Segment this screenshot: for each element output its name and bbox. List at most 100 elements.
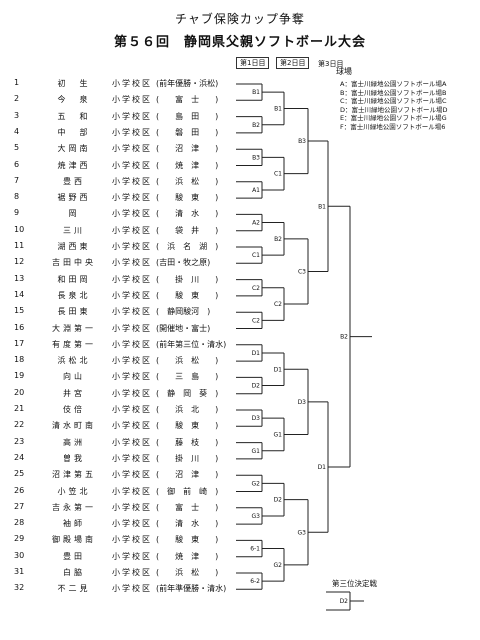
team-name: 白脇 <box>63 568 85 577</box>
team-name: 今 泉 <box>57 95 91 105</box>
match-label: D3 <box>298 399 307 406</box>
match-label: B2 <box>252 122 260 129</box>
team-name: 大淵第一 <box>52 323 96 333</box>
team-region-note: ( 焼 津 ) <box>156 160 219 170</box>
team-region-note: ( 駿 東 ) <box>156 535 219 545</box>
day1-header: 第1日目 <box>236 57 270 69</box>
team-name: 湖西東 <box>57 242 91 251</box>
match-label: B1 <box>252 89 260 96</box>
match-label: C1 <box>274 171 282 178</box>
team-name: 裾野西 <box>57 193 91 203</box>
team-district-suffix: 小学校区 <box>112 242 152 251</box>
team-region-note: ( 沼 津 ) <box>156 470 219 480</box>
team-district-suffix: 小学校区 <box>112 551 152 561</box>
team-district-suffix: 小学校区 <box>112 453 152 463</box>
team-name: 小笠北 <box>57 486 91 496</box>
match-label: B3 <box>252 154 260 161</box>
day3-header: 第3日目 <box>318 60 344 68</box>
team-region-note: ( 沼 津 ) <box>156 144 219 154</box>
match-label: 6-2 <box>250 578 260 585</box>
team-district-suffix: 小学校区 <box>112 405 152 414</box>
team-name: 焼津西 <box>57 160 91 170</box>
team-district-suffix: 小学校区 <box>112 372 152 382</box>
match-label: C2 <box>274 301 282 308</box>
match-label: G1 <box>274 431 283 438</box>
match-label: A2 <box>252 220 260 227</box>
team-number: 5 <box>14 143 20 153</box>
team-number: 9 <box>14 208 20 218</box>
match-label: C1 <box>252 252 260 259</box>
team-number: 10 <box>14 224 25 234</box>
team-district-suffix: 小学校区 <box>112 160 152 170</box>
match-label: D3 <box>252 415 261 422</box>
venue-item: E：富士川緑地公園ソフトボール場G <box>340 114 447 122</box>
team-district-suffix: 小学校区 <box>112 193 152 203</box>
team-name: 岡 <box>68 209 80 219</box>
team-number: 28 <box>14 518 25 528</box>
team-district-suffix: 小学校区 <box>112 258 152 268</box>
team-name: 豊田 <box>63 551 85 561</box>
match-label: G2 <box>252 480 261 487</box>
day2-header: 第2日目 <box>276 57 310 69</box>
team-district-suffix: 小学校区 <box>112 519 152 529</box>
team-number: 14 <box>14 289 25 299</box>
match-label: G2 <box>274 562 283 569</box>
team-name: 中 部 <box>57 127 91 137</box>
match-label: C2 <box>252 317 260 324</box>
team-district-suffix: 小学校区 <box>112 111 152 121</box>
team-district-suffix: 小学校区 <box>112 323 152 333</box>
team-name: 初 生 <box>57 79 91 88</box>
team-region-note: ( 島 田 ) <box>156 111 219 121</box>
team-number: 11 <box>14 241 25 250</box>
team-name: 吉永第一 <box>52 502 96 512</box>
team-district-suffix: 小学校区 <box>112 486 152 496</box>
team-name: 有度第一 <box>52 339 96 349</box>
team-district-suffix: 小学校区 <box>112 307 152 317</box>
third-place-title: 第三位決定戦 <box>332 579 377 588</box>
match-label: G1 <box>252 448 261 455</box>
team-number: 30 <box>14 550 25 560</box>
team-number: 20 <box>14 387 25 397</box>
team-number: 6 <box>14 159 20 169</box>
team-number: 1 <box>14 78 20 87</box>
team-district-suffix: 小学校区 <box>112 356 152 366</box>
match-label: G3 <box>252 513 261 520</box>
team-number: 23 <box>14 436 25 446</box>
team-name: 長田東 <box>57 307 91 317</box>
team-region-note: ( 浜 北 ) <box>156 405 219 414</box>
match-label: D1 <box>318 464 327 471</box>
team-number: 25 <box>14 469 25 479</box>
team-number: 7 <box>14 175 20 185</box>
team-district-suffix: 小学校区 <box>112 568 152 577</box>
team-name: 井宮 <box>63 388 85 398</box>
team-number: 22 <box>14 420 25 430</box>
team-district-suffix: 小学校区 <box>112 535 152 545</box>
team-name: 不二見 <box>57 584 91 594</box>
team-name: 大岡南 <box>57 144 91 154</box>
team-name: 和田岡 <box>57 274 91 284</box>
tournament-main-title: 第５６回 静岡県父親ソフトボール大会 <box>113 35 366 50</box>
team-region-note: ( 浜 松 ) <box>156 176 219 186</box>
team-district-suffix: 小学校区 <box>112 421 152 431</box>
venue-item: F：富士川緑地公園ソフトボール場6 <box>340 122 446 131</box>
team-district-suffix: 小学校区 <box>112 388 152 398</box>
venue-item: D：富士川緑地公園ソフトボール場D <box>340 105 448 114</box>
team-region-note: ( 静 岡 葵 ) <box>156 388 219 398</box>
team-name: 沼津第五 <box>52 470 96 480</box>
team-district-suffix: 小学校区 <box>112 290 152 300</box>
team-number: 3 <box>14 110 20 120</box>
team-number: 17 <box>14 338 25 348</box>
team-region-note: ( 藤 枝 ) <box>156 437 219 447</box>
team-region-note: ( 浜 松 ) <box>156 356 219 366</box>
team-number: 4 <box>14 126 20 136</box>
team-region-note: ( 富 士 ) <box>156 95 219 105</box>
venue-list-title: 球場 <box>336 67 352 76</box>
team-region-note: (前年準優勝・清水) <box>156 584 227 594</box>
team-region-note: ( 磐 田 ) <box>156 127 219 137</box>
match-label: B1 <box>318 203 326 210</box>
match-label: D2 <box>340 598 349 605</box>
team-number: 21 <box>14 404 25 413</box>
team-district-suffix: 小学校区 <box>112 144 152 154</box>
team-number: 24 <box>14 452 25 462</box>
